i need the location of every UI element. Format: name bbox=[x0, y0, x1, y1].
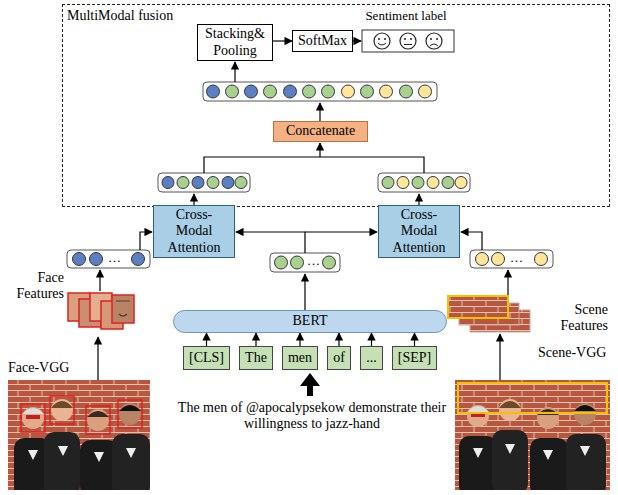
node-text: The bbox=[245, 350, 267, 366]
token-box: ... bbox=[360, 346, 383, 370]
flow-arrows bbox=[98, 41, 508, 380]
token-box: The bbox=[239, 346, 273, 370]
node-text: [CLS] bbox=[189, 350, 224, 366]
scene-crops bbox=[448, 296, 530, 332]
input-arrow bbox=[300, 373, 320, 396]
token-box: of bbox=[327, 346, 351, 370]
model-label: Scene-VGG bbox=[538, 345, 606, 361]
ellipsis: … bbox=[307, 254, 320, 269]
attention-box: Cross-Modal Attention bbox=[378, 205, 460, 258]
text-feature-vector bbox=[270, 253, 340, 272]
flow-arrow bbox=[255, 333, 256, 346]
input-photo-face bbox=[8, 380, 150, 490]
flow-arrow bbox=[338, 333, 339, 346]
node-text: Cross-Modal Attention bbox=[158, 207, 230, 255]
node-text: Stacking& Pooling bbox=[202, 26, 268, 58]
fusion-region: MultiModal fusionStacking& Pooling SoftMa… bbox=[62, 4, 610, 207]
region-title: MultiModal fusion bbox=[67, 8, 173, 24]
scene-text-vector bbox=[378, 173, 470, 192]
node-text: of bbox=[333, 350, 345, 366]
ellipsis: … bbox=[510, 251, 523, 266]
node-text: Concatenate bbox=[286, 123, 355, 139]
node-text: SoftMax bbox=[298, 33, 347, 49]
ellipsis: … bbox=[108, 251, 121, 266]
fused-vector bbox=[203, 82, 437, 101]
scene-feature-vector bbox=[470, 250, 553, 268]
face-text-vector bbox=[158, 173, 250, 192]
node-text: men bbox=[288, 350, 312, 366]
concat-box: Concatenate bbox=[273, 121, 368, 142]
flow-arrow bbox=[371, 333, 372, 346]
output-label: Sentiment label bbox=[356, 9, 456, 24]
feature-label: Scene Features bbox=[546, 302, 608, 334]
softmax-box: SoftMax bbox=[292, 30, 353, 52]
node-text: BERT bbox=[293, 313, 328, 329]
node-text: Cross-Modal Attention bbox=[383, 207, 455, 255]
input-caption: The men of @apocalypsekow demonstrate th… bbox=[167, 400, 457, 432]
token-box: [SEP] bbox=[392, 346, 437, 370]
flow-arrow bbox=[206, 333, 207, 346]
flow-arrow bbox=[299, 333, 300, 346]
token-box: men bbox=[282, 346, 318, 370]
flow-arrow bbox=[273, 40, 292, 41]
feature-label: Face Features bbox=[6, 270, 64, 302]
sentiment-emojis bbox=[362, 30, 454, 52]
node-text: [SEP] bbox=[398, 350, 431, 366]
token-box: [CLS] bbox=[183, 346, 230, 370]
bert-encoder: BERT bbox=[173, 310, 447, 333]
face-crops bbox=[68, 293, 134, 329]
input-photo-scene bbox=[455, 380, 610, 490]
face-feature-vector bbox=[67, 250, 150, 268]
model-label: Face-VGG bbox=[8, 360, 69, 376]
flow-arrow bbox=[414, 333, 415, 346]
node-text: ... bbox=[366, 350, 377, 366]
pooling-box: Stacking& Pooling bbox=[197, 24, 273, 61]
attention-box: Cross-Modal Attention bbox=[153, 205, 235, 258]
